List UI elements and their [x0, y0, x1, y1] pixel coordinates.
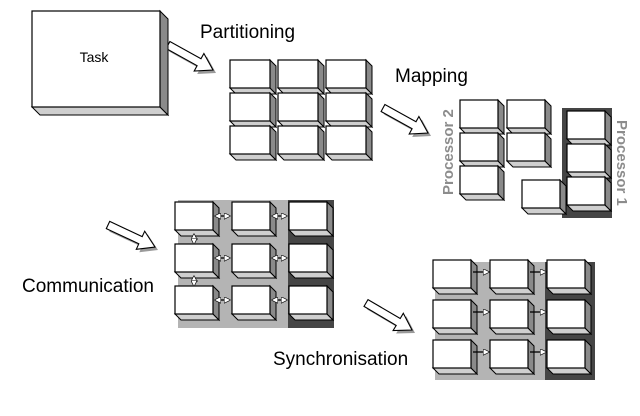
link-layer — [194, 216, 546, 352]
partition-block — [276, 91, 326, 129]
mapping-p2-block — [505, 131, 553, 169]
mapping-p1-block — [520, 178, 568, 216]
communication-block — [173, 242, 221, 280]
partition-block — [228, 58, 278, 96]
partition-block — [324, 124, 374, 162]
mapping-p2-block — [458, 98, 506, 136]
mapping-label: Mapping — [395, 66, 468, 87]
partition-block — [228, 124, 278, 162]
partition-block — [324, 58, 374, 96]
partitioning-arrow-icon — [165, 40, 216, 74]
synchronisation-block — [545, 298, 593, 336]
communication-block — [173, 284, 221, 322]
synchronisation-block — [431, 298, 479, 336]
task-block — [30, 9, 170, 117]
communication-block — [230, 284, 278, 322]
synchronisation-label: Synchronisation — [273, 349, 408, 370]
mapping-p1-block — [565, 142, 613, 180]
communication-block — [173, 200, 221, 238]
synchronisation-block — [545, 258, 593, 296]
partitioning-label: Partitioning — [200, 22, 295, 43]
synchronisation-block — [545, 338, 593, 376]
block-layer — [173, 58, 613, 376]
partition-block — [228, 91, 278, 129]
communication-arrow-icon — [105, 220, 158, 253]
mapping-arrow-icon — [380, 103, 431, 137]
task-label: Task — [80, 49, 110, 65]
communication-label: Communication — [22, 276, 154, 297]
stage-arrow-layer — [105, 40, 431, 334]
synchronisation-block — [431, 258, 479, 296]
communication-block — [287, 284, 335, 322]
communication-block — [287, 242, 335, 280]
synchronisation-block — [488, 298, 536, 336]
mapping-p2-block — [505, 98, 553, 136]
communication-block — [287, 200, 335, 238]
partition-block — [324, 91, 374, 129]
partition-block — [276, 58, 326, 96]
synchronisation-block — [431, 338, 479, 376]
mapping-p1-block — [565, 109, 613, 147]
communication-block — [230, 242, 278, 280]
mapping-p2-block — [458, 131, 506, 169]
synchronisation-block — [488, 258, 536, 296]
partition-block — [276, 124, 326, 162]
processor-1-label: Processor 1 — [613, 120, 630, 206]
synchronisation-block — [488, 338, 536, 376]
mapping-p2-block — [458, 164, 506, 202]
mapping-p1-block — [565, 175, 613, 213]
communication-block — [230, 200, 278, 238]
synchronisation-arrow-icon-large — [363, 298, 415, 334]
processor-2-label: Processor 2 — [440, 109, 457, 195]
